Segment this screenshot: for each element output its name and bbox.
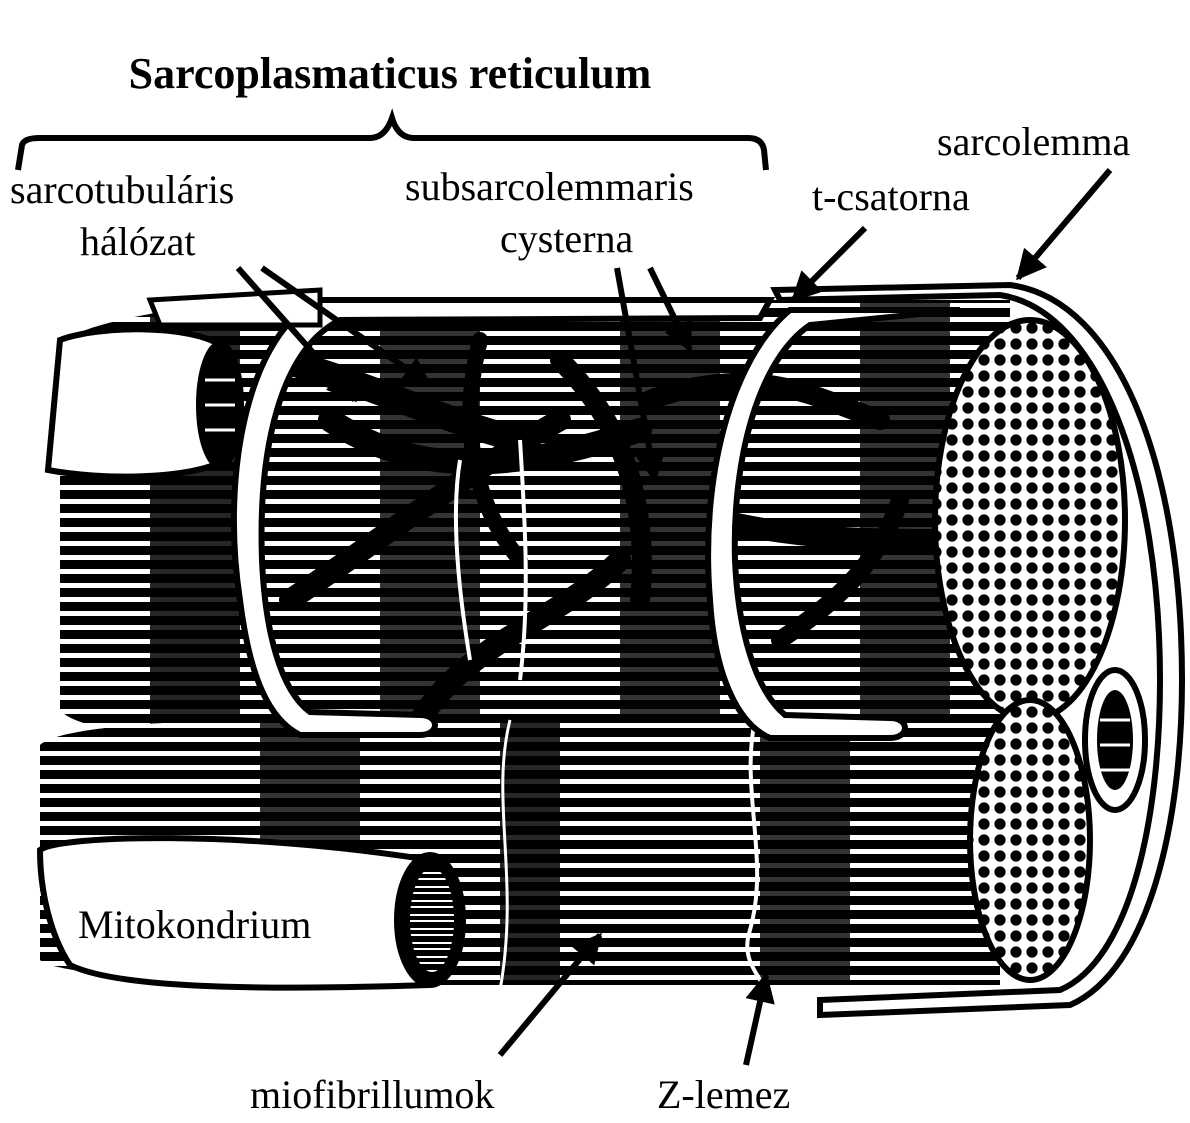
label-sarcotubular-network: sarcotubuláris hálózat bbox=[10, 167, 234, 264]
svg-text:subsarcolemmaris: subsarcolemmaris bbox=[405, 164, 694, 209]
label-mitochondrion: Mitokondrium bbox=[78, 902, 311, 947]
svg-text:miofibrillumok: miofibrillumok bbox=[250, 1072, 494, 1117]
mitochondrion-cross-section-right bbox=[1085, 670, 1145, 810]
svg-text:Z-lemez: Z-lemez bbox=[657, 1072, 790, 1117]
label-myofibrils: miofibrillumok bbox=[250, 1072, 494, 1117]
svg-text:Sarcoplasmaticus reticulum: Sarcoplasmaticus reticulum bbox=[129, 49, 652, 98]
label-sarcolemma: sarcolemma bbox=[937, 119, 1130, 164]
label-z-disc: Z-lemez bbox=[657, 1072, 790, 1117]
myofibril-cross-section-upper bbox=[935, 320, 1125, 720]
svg-text:t-csatorna: t-csatorna bbox=[812, 174, 970, 219]
mitochondrion-upper bbox=[48, 329, 242, 476]
myofibril-cross-section-lower bbox=[970, 700, 1090, 980]
arrow-z-disc bbox=[746, 975, 766, 1065]
arrow-sarcolemma bbox=[1018, 170, 1110, 278]
title-bracket bbox=[18, 118, 766, 170]
label-subsarcolemmal-cistern: subsarcolemmaris cysterna bbox=[405, 164, 694, 261]
svg-text:Mitokondrium: Mitokondrium bbox=[78, 902, 311, 947]
svg-text:sarcotubuláris: sarcotubuláris bbox=[10, 167, 234, 212]
label-t-channel: t-csatorna bbox=[812, 174, 970, 219]
sarcoplasmic-reticulum-title: Sarcoplasmaticus reticulum bbox=[129, 49, 652, 98]
svg-text:sarcolemma: sarcolemma bbox=[937, 119, 1130, 164]
svg-text:cysterna: cysterna bbox=[500, 216, 634, 261]
svg-text:hálózat: hálózat bbox=[80, 219, 196, 264]
